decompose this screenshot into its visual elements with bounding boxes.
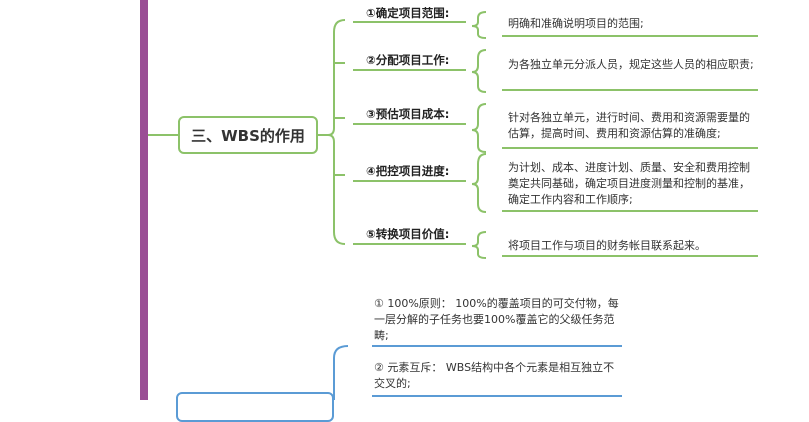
principle-100-percent: ① 100%原则： 100%的覆盖项目的可交付物，每一层分解的子任务也要100%… [374, 297, 619, 342]
lower-topic-node[interactable] [176, 392, 334, 422]
branch-control-schedule[interactable]: ④把控项目进度: [366, 164, 450, 178]
leaf-estimate-cost: 针对各独立单元，进行时间、费用和资源需要量的估算，提高时间、费用和资源估算的准确… [508, 111, 750, 140]
principle-mutual-exclusion: ② 元素互斥： WBS结构中各个元素是相互独立不交叉的; [374, 361, 615, 390]
leaf-assign-work: 为各独立单元分派人员，规定这些人员的相应职责; [508, 58, 754, 71]
branch-convert-value[interactable]: ⑤转换项目价值: [366, 227, 450, 241]
branch-define-scope[interactable]: ①确定项目范围: [366, 6, 450, 20]
branch-assign-work[interactable]: ②分配项目工作: [366, 53, 450, 67]
leaf-define-scope: 明确和准确说明项目的范围; [508, 17, 644, 30]
leaf-convert-value: 将项目工作与项目的财务帐目联系起来。 [508, 239, 706, 252]
branch-estimate-cost[interactable]: ③预估项目成本: [366, 107, 450, 121]
connector-lines [148, 11, 758, 400]
main-topic-node[interactable]: 三、WBS的作用 [178, 116, 318, 154]
mindmap-trunk [140, 0, 148, 400]
leaf-control-schedule: 为计划、成本、进度计划、质量、安全和费用控制奠定共同基础，确定项目进度测量和控制… [508, 161, 750, 206]
main-topic-label: 三、WBS的作用 [191, 126, 305, 145]
